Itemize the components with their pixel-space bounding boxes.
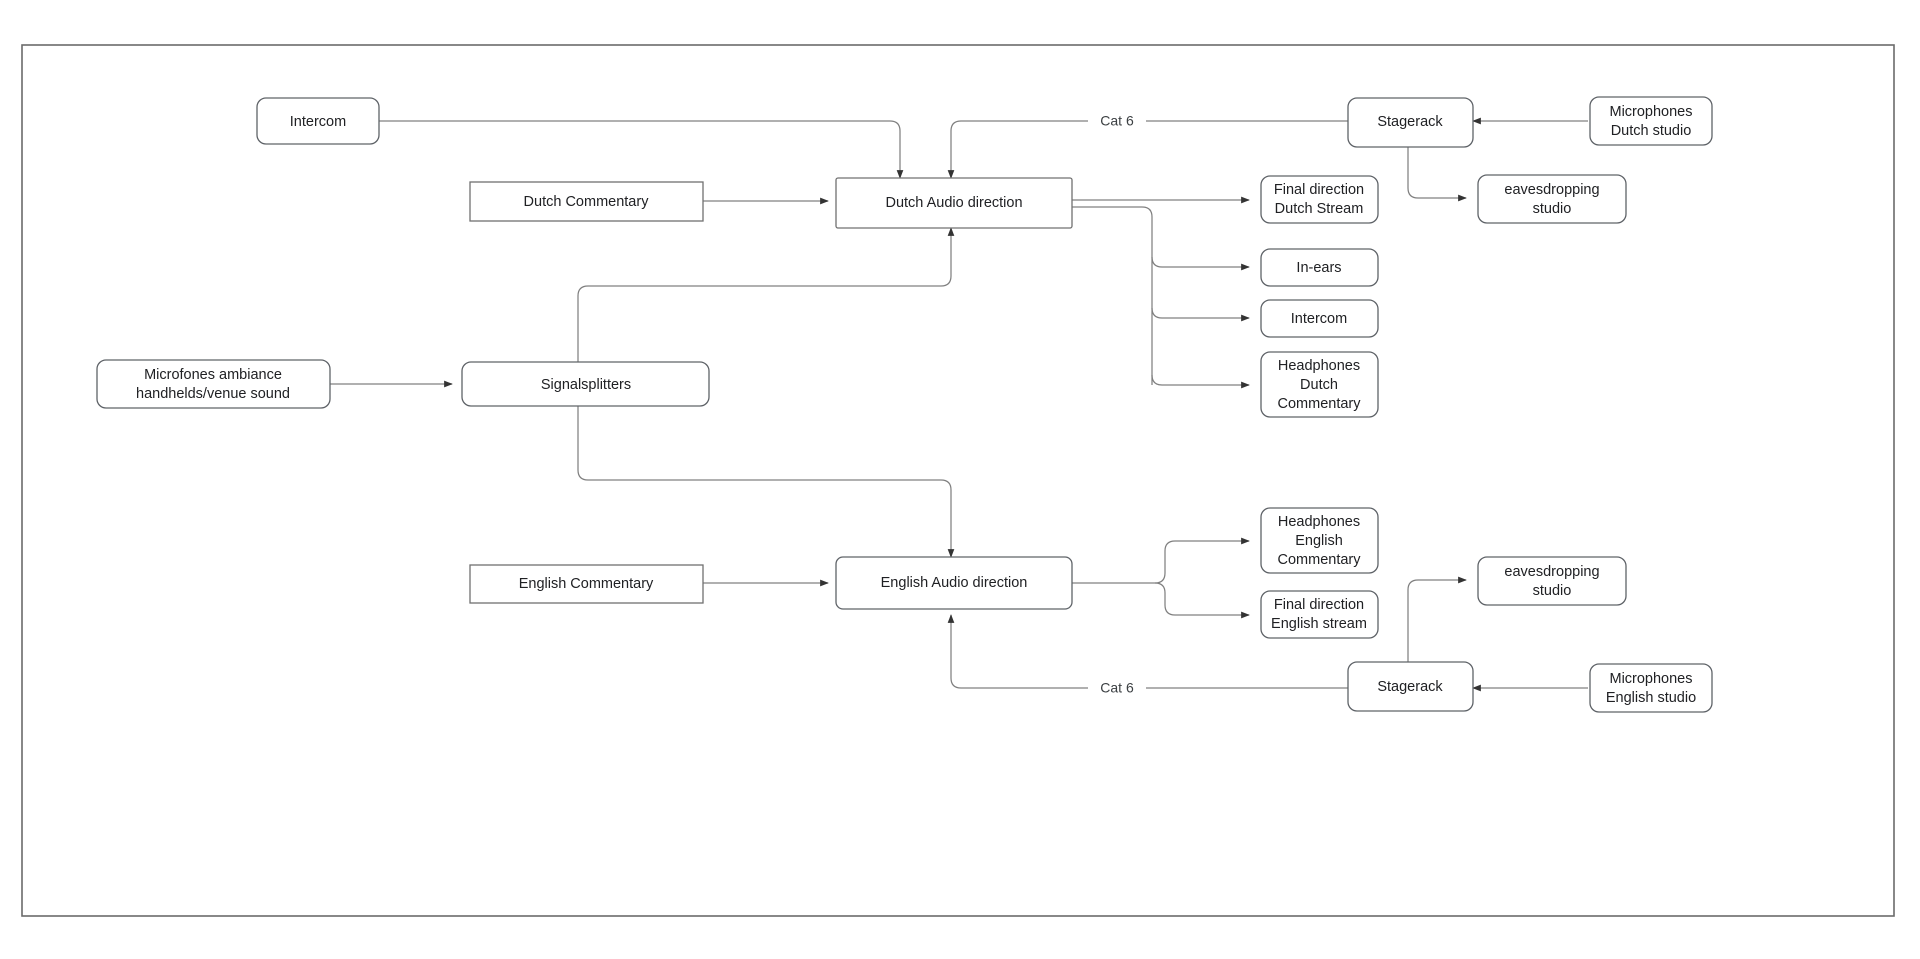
node-english-audio-direction[interactable]: English Audio direction [835, 556, 1073, 610]
node-stagerack-english[interactable]: Stagerack [1347, 661, 1474, 712]
node-intercom-input[interactable]: Intercom [256, 97, 380, 145]
edge-intercom-to-dutch-audio [379, 120, 904, 179]
edge-signalsplitters-to-english-audio [577, 400, 955, 558]
node-label-intercom-input: Intercom [290, 114, 346, 130]
cat6-dutch-label-bg [1088, 110, 1146, 132]
edge-bus-to-in-ears [1151, 256, 1250, 271]
edge-dutch-audio-output-bus [1072, 206, 1153, 385]
node-english-commentary[interactable]: English Commentary [469, 564, 704, 604]
edge-label-layer: Cat 6 Cat 6 [1088, 110, 1146, 699]
node-label-in-ears: In-ears [1296, 260, 1341, 276]
edge-label-cat6-dutch: Cat 6 [1100, 113, 1134, 129]
edge-stagerack-english-to-english-audio [947, 614, 1348, 689]
node-label-signalsplitters: Signalsplitters [541, 377, 631, 393]
node-label-stagerack-english: Stagerack [1377, 679, 1443, 695]
node-label-english-commentary: English Commentary [519, 576, 654, 592]
page-border [21, 44, 1895, 917]
cat6-english-label-bg [1088, 677, 1146, 699]
node-dutch-audio-direction[interactable]: Dutch Audio direction [835, 177, 1073, 229]
edge-fork-to-final-english [1154, 582, 1250, 619]
node-intercom-output[interactable]: Intercom [1260, 299, 1379, 338]
edge-label-cat6-english: Cat 6 [1100, 680, 1134, 696]
edge-stagerack-dutch-to-eaves [1407, 147, 1467, 202]
node-in-ears[interactable]: In-ears [1260, 248, 1379, 287]
edge-bus-to-intercom-out [1151, 307, 1250, 322]
edge-bus-to-headphones-dutch [1151, 374, 1250, 389]
node-label-stagerack-dutch: Stagerack [1377, 114, 1443, 130]
node-stagerack-dutch[interactable]: Stagerack [1347, 97, 1474, 148]
edge-fork-to-headphones-english [1154, 537, 1250, 584]
node-label-intercom-output: Intercom [1291, 311, 1347, 327]
node-label-english-audio-direction: English Audio direction [881, 575, 1028, 591]
node-label-dutch-audio-direction: Dutch Audio direction [885, 195, 1022, 211]
node-layer: Intercom Dutch Commentary Dutch Audio di… [96, 96, 1713, 713]
edge-signalsplitters-to-dutch-audio [577, 227, 955, 370]
edge-stagerack-english-to-eaves [1407, 576, 1467, 662]
edge-layer [330, 117, 1588, 692]
edge-stagerack-dutch-to-dutch-audio [947, 120, 1348, 179]
node-signalsplitters[interactable]: Signalsplitters [461, 361, 710, 407]
node-dutch-commentary[interactable]: Dutch Commentary [469, 181, 704, 222]
node-label-dutch-commentary: Dutch Commentary [524, 194, 650, 210]
